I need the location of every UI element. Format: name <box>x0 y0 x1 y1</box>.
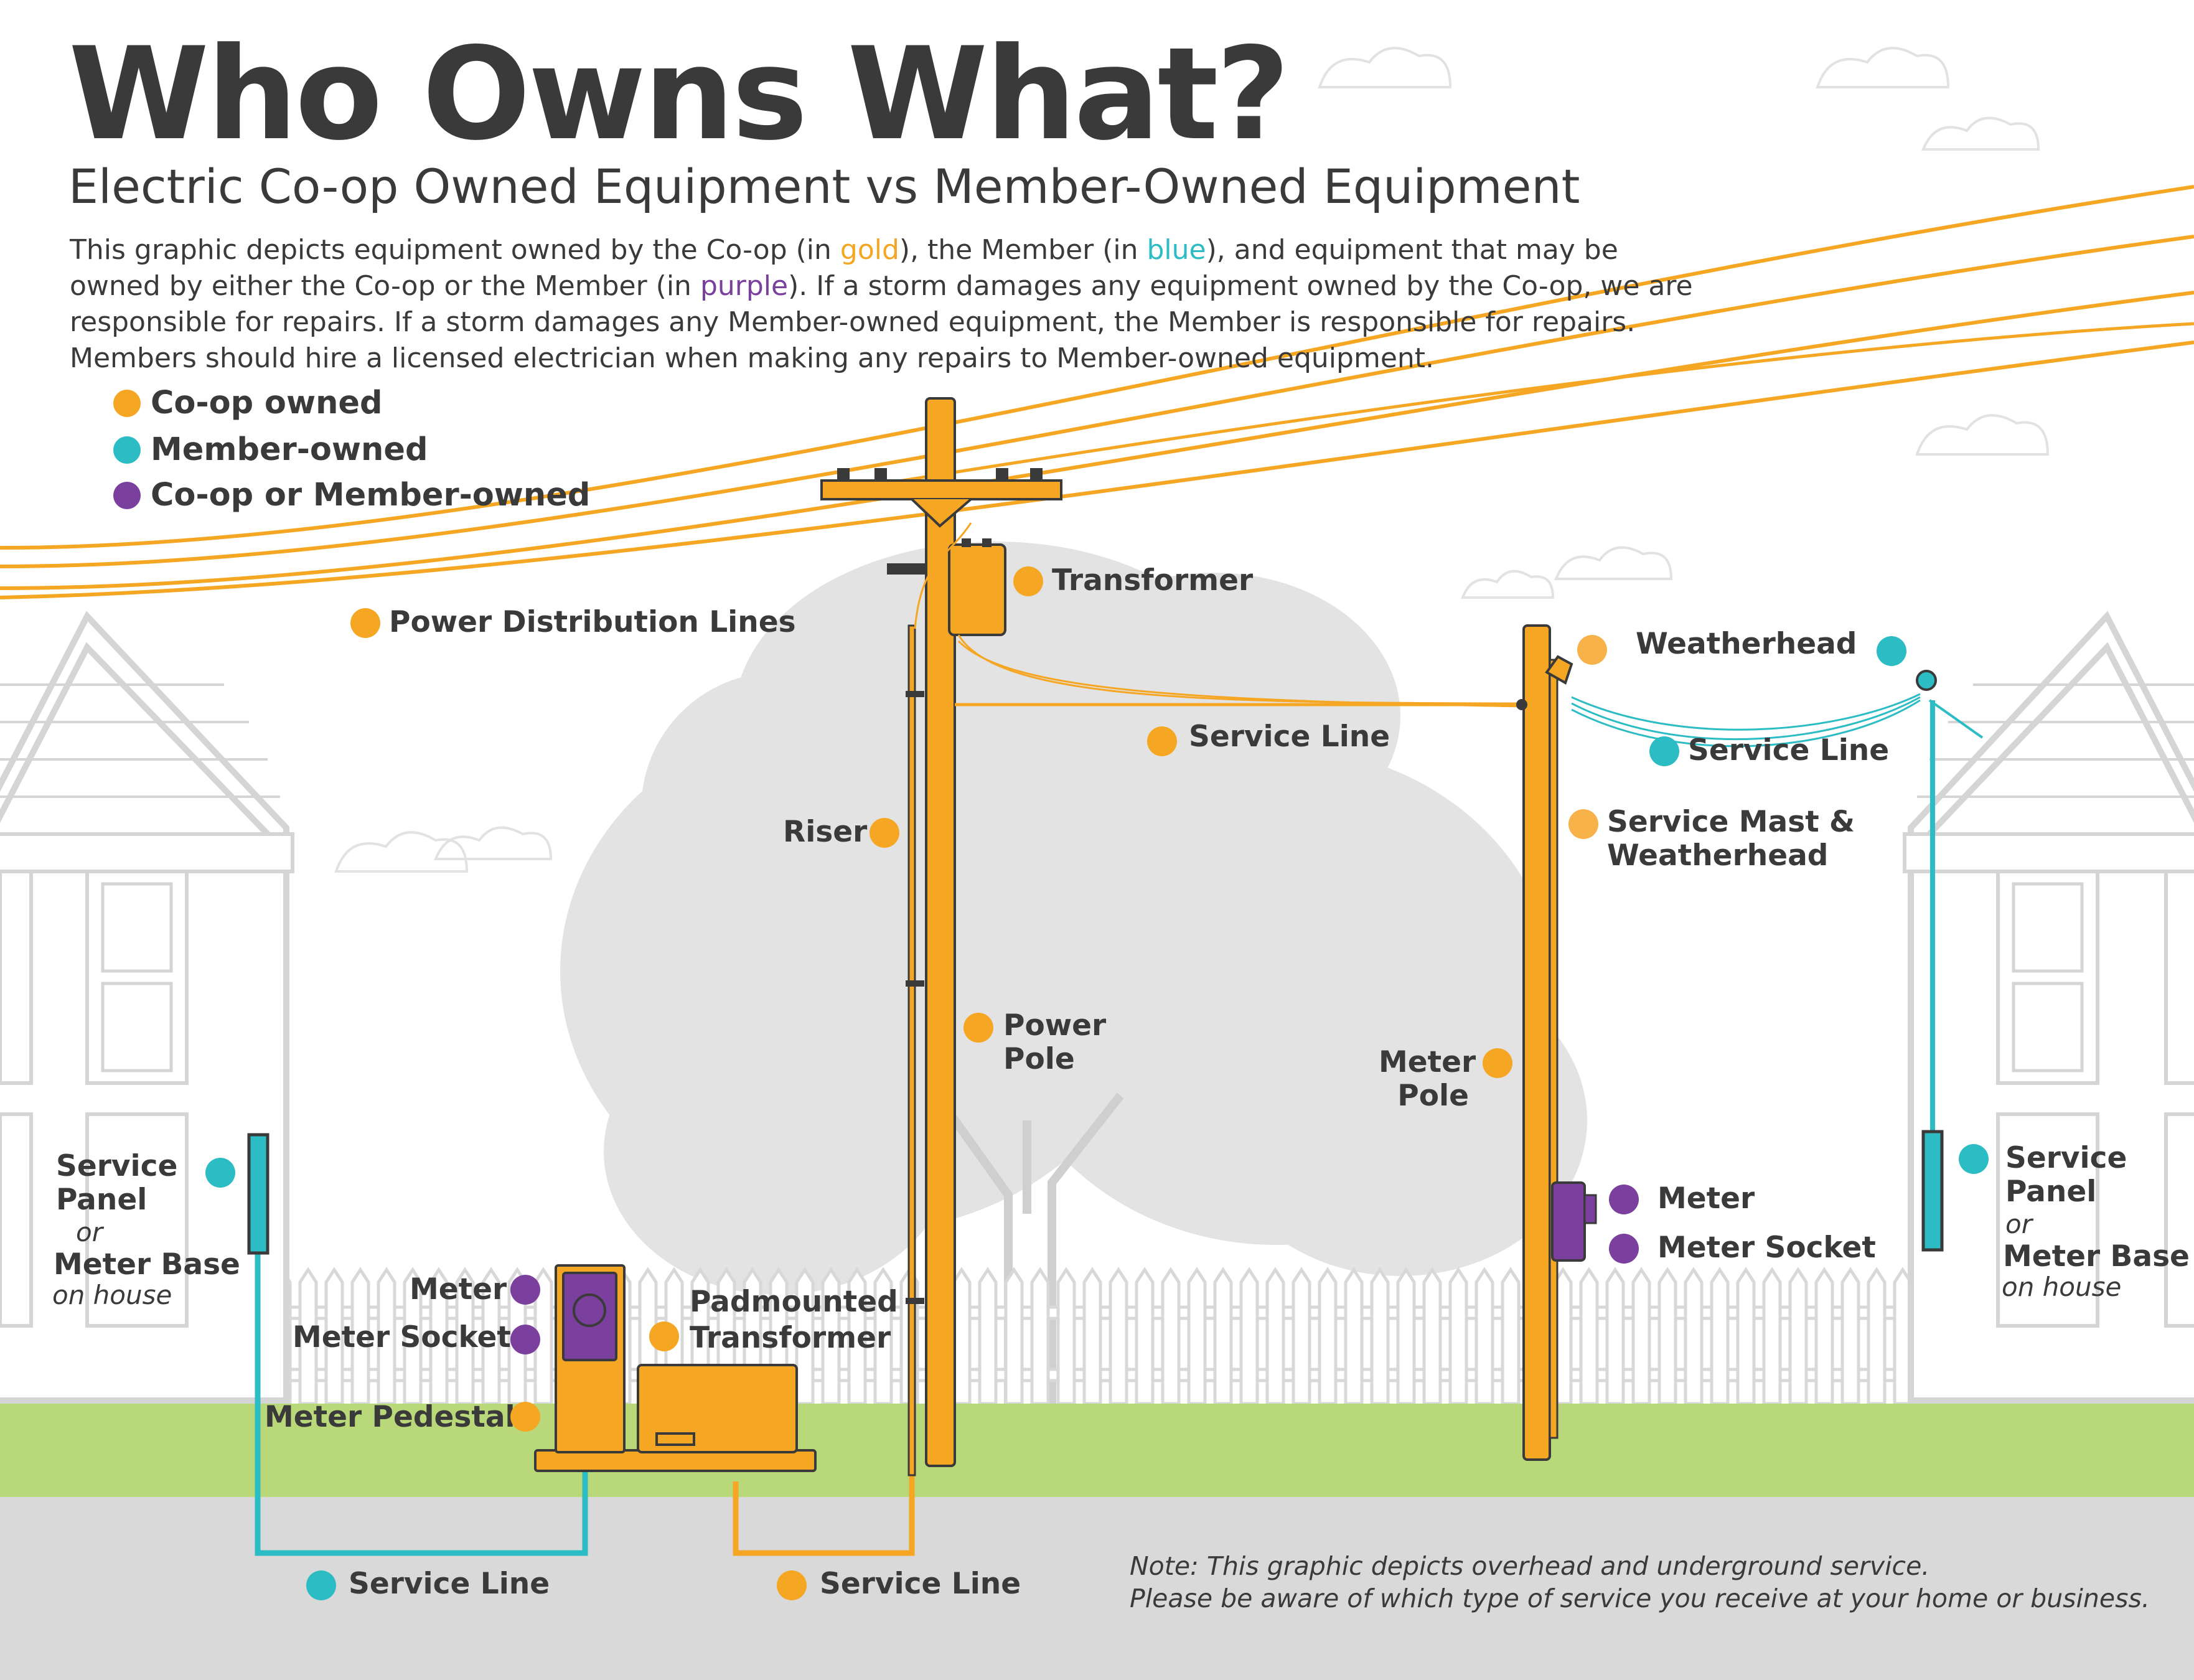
legend: Co-op owned Member-owned Co-op or Member… <box>113 387 590 511</box>
description-text-3: ), and equipment that may be owned by ei… <box>70 234 1618 302</box>
meter-socket-left-purple-dot-icon <box>510 1325 540 1354</box>
grass <box>0 1404 2194 1497</box>
left-house-service-panel <box>247 1133 270 1255</box>
legend-item-coop: Co-op owned <box>113 387 590 419</box>
label-service-line-underground-member: Service Line <box>349 1567 550 1601</box>
footnote: Note: This graphic depicts overhead and … <box>1130 1550 2150 1615</box>
left-house <box>0 611 294 1404</box>
label-power-pole: Power Pole <box>1003 1009 1106 1076</box>
right-panel-blue-dot-icon <box>1959 1144 1989 1174</box>
label-line: Service <box>56 1149 178 1183</box>
page-subtitle: Electric Co-op Owned Equipment vs Member… <box>68 159 1580 214</box>
label-service-line-overhead-coop: Service Line <box>1189 720 1390 754</box>
legend-item-member: Member-owned <box>113 434 590 466</box>
coop-underground-service-line <box>733 1450 915 1556</box>
label-line: Meter Base <box>54 1247 240 1282</box>
description-text-4: ). If a storm damages any equipment owne… <box>70 270 1693 374</box>
description-text-1: This graphic depicts equipment owned by … <box>70 234 840 266</box>
weatherhead-blue-dot-icon <box>1877 636 1906 666</box>
left-panel-blue-dot-icon <box>205 1158 235 1188</box>
meter-pedestal-gold-dot-icon <box>510 1402 540 1432</box>
clouds <box>334 47 2050 873</box>
description-gold-word: gold <box>840 234 899 266</box>
label-line: Padmounted <box>690 1285 898 1319</box>
power-pole-graphic <box>820 397 1522 1476</box>
label-line: Panel <box>2005 1175 2097 1209</box>
meter-pole-graphic <box>1516 624 1921 1461</box>
label-line: Power <box>1003 1008 1107 1043</box>
label-line: on house <box>2002 1272 2122 1302</box>
label-line: Pole <box>1003 1042 1075 1076</box>
service-line-gold-dot-icon <box>1147 726 1177 756</box>
label-power-distribution-lines: Power Distribution Lines <box>389 605 796 639</box>
description-blue-word: blue <box>1146 234 1206 266</box>
label-line: Pole <box>1397 1079 1469 1113</box>
page-title: Who Owns What? <box>68 21 1290 169</box>
right-house <box>1903 611 2194 1404</box>
label-line: or <box>2005 1209 2032 1239</box>
label-service-mast: Service Mast & Weatherhead <box>1607 805 1855 873</box>
label-line: Transformer <box>690 1321 891 1355</box>
label-weatherhead: Weatherhead <box>1636 627 1857 661</box>
label-service-line-underground-coop: Service Line <box>820 1567 1021 1601</box>
description: This graphic depicts equipment owned by … <box>70 232 1700 377</box>
underground-coop-gold-dot-icon <box>777 1570 807 1600</box>
label-right-service-panel: Service Panel or Meter Base on house <box>2002 1141 2190 1302</box>
legend-label: Member-owned <box>151 431 428 468</box>
meter-pedestal-graphic <box>534 1264 817 1472</box>
label-meter-socket-left: Meter Socket <box>293 1320 511 1354</box>
padmounted-gold-dot-icon <box>649 1321 679 1351</box>
service-line-blue-dot-icon <box>1649 736 1679 766</box>
label-line: Service <box>2005 1141 2127 1175</box>
meter-right-purple-dot-icon <box>1609 1185 1639 1214</box>
label-meter-pole: Meter Pole <box>1379 1045 1476 1113</box>
power-pole-gold-dot-icon <box>963 1013 993 1043</box>
label-transformer: Transformer <box>1052 563 1254 598</box>
purple-dot-icon <box>113 481 141 509</box>
riser-gold-dot-icon <box>870 818 899 848</box>
legend-label: Co-op owned <box>151 385 383 421</box>
right-house-service-mast <box>1916 670 1984 1252</box>
label-left-service-panel: Service Panel or Meter Base on house <box>52 1149 240 1309</box>
blue-dot-icon <box>113 436 141 464</box>
weatherhead-gold-dot-icon <box>1577 635 1607 665</box>
meter-socket-right-purple-dot-icon <box>1609 1234 1639 1264</box>
label-line: Panel <box>56 1183 148 1217</box>
ground <box>0 1497 2194 1680</box>
label-meter-pedestal: Meter Pedestal <box>265 1400 515 1434</box>
gold-dot-icon <box>113 389 141 417</box>
legend-label: Co-op or Member-owned <box>151 477 591 514</box>
label-line: Weatherhead <box>1607 838 1829 873</box>
label-line: or <box>76 1217 103 1247</box>
service-mast-gold-dot-icon <box>1568 809 1598 839</box>
label-line: on house <box>52 1280 172 1310</box>
label-line: Service Mast & <box>1607 805 1855 839</box>
meter-left-purple-dot-icon <box>510 1275 540 1305</box>
label-riser: Riser <box>783 815 868 849</box>
distribution-lines-gold-dot-icon <box>350 608 380 638</box>
label-meter-right: Meter <box>1657 1181 1755 1216</box>
power-distribution-lines <box>0 185 2194 599</box>
member-underground-service-line <box>255 1251 588 1556</box>
underground-member-blue-dot-icon <box>306 1570 336 1600</box>
legend-item-either: Co-op or Member-owned <box>113 479 590 511</box>
footnote-line: Please be aware of which type of service… <box>1130 1584 2150 1613</box>
label-meter-socket-right: Meter Socket <box>1657 1231 1876 1265</box>
transformer-gold-dot-icon <box>1013 566 1043 596</box>
footnote-line: Note: This graphic depicts overhead and … <box>1130 1551 1930 1581</box>
meter-pole-gold-dot-icon <box>1483 1048 1512 1078</box>
label-meter-left: Meter <box>410 1272 507 1307</box>
tree <box>560 542 1587 1295</box>
description-purple-word: purple <box>700 270 789 302</box>
label-service-line-overhead-member: Service Line <box>1688 733 1890 767</box>
label-line: Meter <box>1379 1045 1476 1079</box>
description-text-2: ), the Member (in <box>899 234 1147 266</box>
label-line: Meter Base <box>2003 1239 2190 1274</box>
label-padmounted-transformer: Padmounted Transformer <box>690 1284 898 1356</box>
